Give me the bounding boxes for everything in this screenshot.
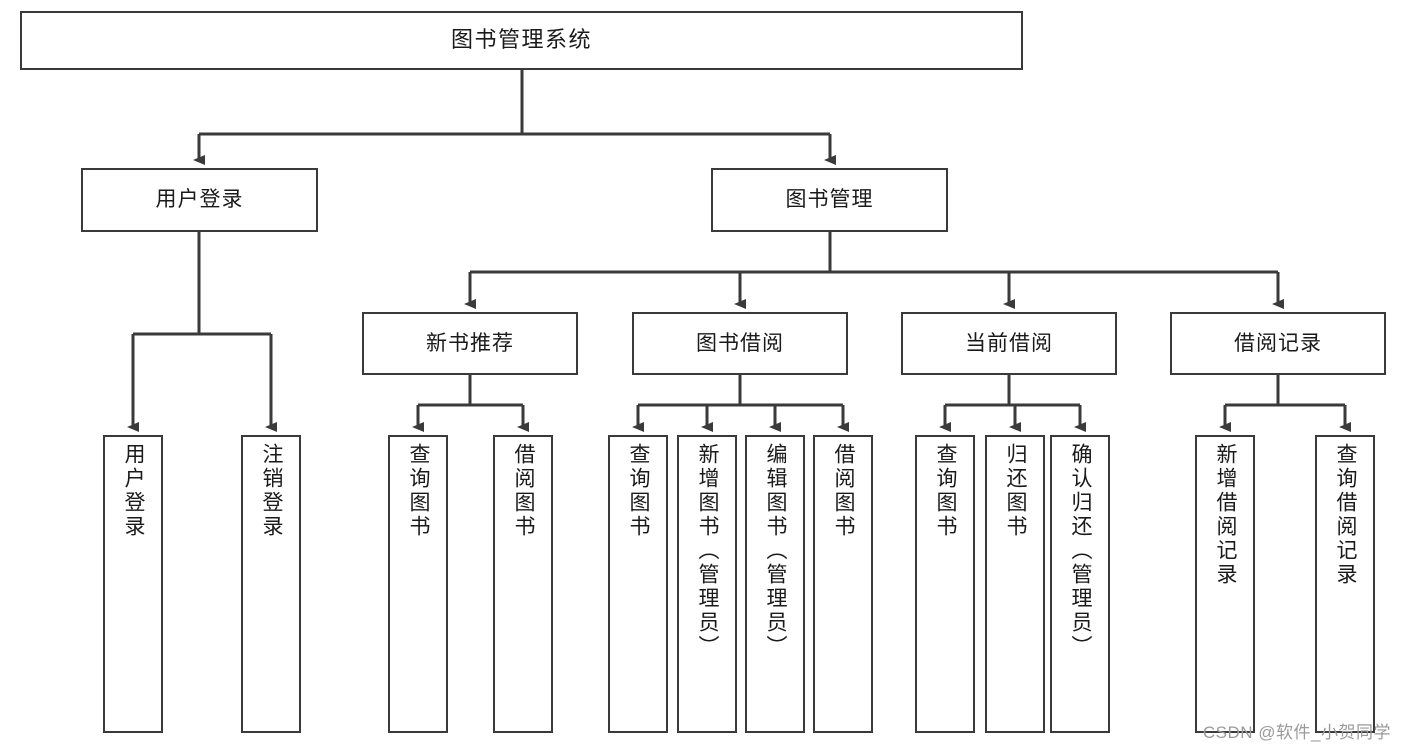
leaf-query-book-3[interactable]: 查询图书 (915, 435, 975, 733)
leaf-query-book-1[interactable]: 查询图书 (388, 435, 448, 733)
leaf-user-login-label: 用户登录 (122, 443, 146, 539)
node-new-book-recommend[interactable]: 新书推荐 (362, 312, 578, 375)
leaf-query-record[interactable]: 查询借阅记录 (1315, 435, 1375, 733)
node-user-login[interactable]: 用户登录 (81, 168, 318, 232)
node-borrow-record[interactable]: 借阅记录 (1170, 312, 1386, 375)
leaf-add-book[interactable]: 新增图书（管理员） (677, 435, 737, 733)
node-user-login-label: 用户登录 (155, 188, 244, 212)
leaf-logout-login[interactable]: 注销登录 (241, 435, 301, 733)
leaf-return-book-label: 归还图书 (1004, 443, 1028, 539)
node-book-management-label: 图书管理 (785, 188, 874, 212)
leaf-query-book-1-label: 查询图书 (407, 443, 431, 539)
node-current-borrow[interactable]: 当前借阅 (901, 312, 1117, 375)
node-borrow-record-label: 借阅记录 (1234, 331, 1322, 355)
leaf-query-record-label: 查询借阅记录 (1334, 443, 1358, 587)
leaf-borrow-book-1-label: 借阅图书 (512, 443, 536, 539)
leaf-logout-login-label: 注销登录 (260, 443, 284, 539)
node-current-borrow-label: 当前借阅 (965, 331, 1053, 355)
leaf-borrow-book-2-label: 借阅图书 (832, 443, 856, 539)
leaf-user-login[interactable]: 用户登录 (103, 435, 163, 733)
leaf-add-record-label: 新增借阅记录 (1214, 443, 1238, 587)
leaf-borrow-book-1[interactable]: 借阅图书 (493, 435, 553, 733)
leaf-query-book-3-label: 查询图书 (934, 443, 958, 539)
leaf-query-book-2[interactable]: 查询图书 (608, 435, 668, 733)
node-book-management[interactable]: 图书管理 (711, 168, 948, 232)
node-book-borrow-label: 图书借阅 (696, 331, 784, 355)
leaf-return-book[interactable]: 归还图书 (985, 435, 1045, 733)
node-root[interactable]: 图书管理系统 (20, 11, 1023, 70)
node-book-borrow[interactable]: 图书借阅 (632, 312, 848, 375)
leaf-query-book-2-label: 查询图书 (627, 443, 651, 539)
leaf-edit-book-label: 编辑图书（管理员） (764, 443, 788, 659)
node-new-book-recommend-label: 新书推荐 (426, 331, 514, 355)
leaf-edit-book[interactable]: 编辑图书（管理员） (745, 435, 805, 733)
leaf-add-record[interactable]: 新增借阅记录 (1195, 435, 1255, 733)
leaf-borrow-book-2[interactable]: 借阅图书 (813, 435, 873, 733)
leaf-add-book-label: 新增图书（管理员） (696, 443, 720, 659)
watermark: CSDN @软件_小贺同学 (1202, 723, 1391, 742)
leaf-confirm-return[interactable]: 确认归还（管理员） (1050, 435, 1110, 733)
node-root-label: 图书管理系统 (450, 27, 592, 53)
leaf-confirm-return-label: 确认归还（管理员） (1069, 443, 1093, 659)
